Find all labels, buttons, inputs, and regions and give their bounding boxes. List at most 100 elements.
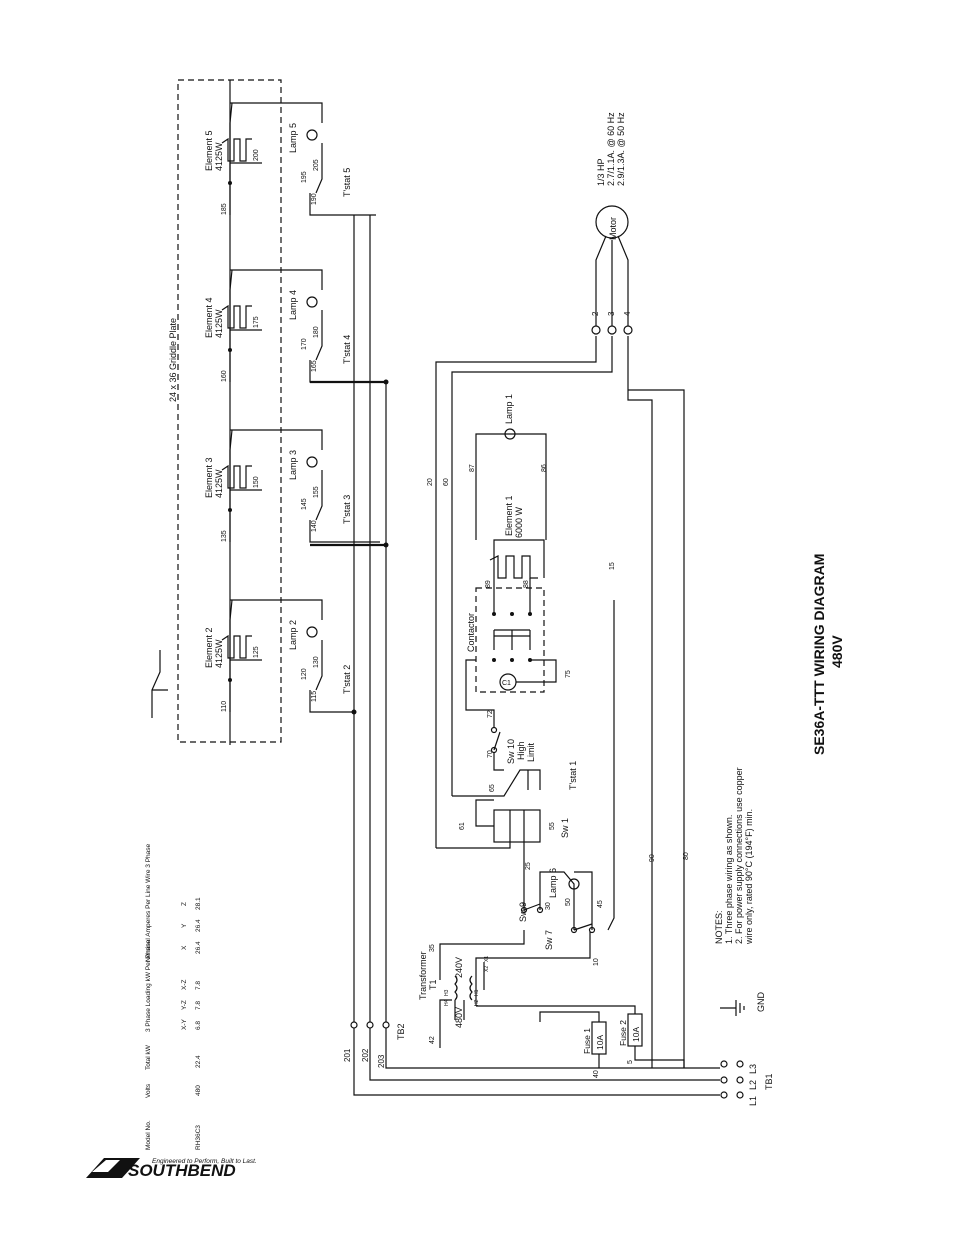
note-2b: wire only, rated 90°C (194°F) min.	[744, 809, 754, 945]
tb1-terminal-l1	[720, 1091, 728, 1099]
element-3-watts: 4125W	[214, 469, 224, 498]
element-4-name: Element 4	[204, 297, 214, 338]
tap-h3: H3	[444, 989, 450, 996]
wire-195: 195	[301, 171, 308, 183]
wire-202: 202	[361, 1048, 370, 1062]
fuse-2: Fuse 2 10A	[618, 1013, 643, 1047]
tb2-terminal-202	[366, 1021, 374, 1029]
lamp-4-label: Lamp 4	[288, 290, 298, 320]
lamp-2-label: Lamp 2	[288, 620, 298, 650]
motor-amp50: 2.9/1.3A. @ 50 Hz	[616, 112, 626, 186]
wire-125: 125	[253, 646, 260, 658]
wire-155: 155	[313, 486, 320, 498]
tb2-terminal-201	[350, 1021, 358, 1029]
tb1-l2: L2	[748, 1080, 758, 1090]
wire-140: 140	[311, 520, 318, 532]
heating-element-5	[221, 137, 252, 162]
wire-90: 90	[649, 854, 656, 862]
sw1-label: Sw 1	[560, 818, 570, 838]
lamp1-label: Lamp 1	[504, 394, 514, 424]
element-5-name: Element 5	[204, 130, 214, 171]
spec-table: Model No. Volts Total kW 3 Phase Loading…	[145, 843, 202, 1150]
griddle-plate-label: 24 x 36 Griddle Plate	[168, 318, 178, 402]
spec-header-amps: Nominal Amperes Per Line Wire 3 Phase	[145, 843, 152, 962]
sw9-switch: Sw 9 30	[518, 902, 552, 922]
wire-40: 40	[593, 1070, 600, 1078]
transformer-label: Transformer	[418, 951, 428, 1000]
wire-45: 45	[597, 900, 604, 908]
motor-terminal-3	[607, 325, 617, 335]
contactor-label: Contactor	[466, 613, 476, 652]
wire-88: 88	[523, 580, 530, 588]
tstat-5-label: T'stat 5	[342, 168, 352, 197]
spec-sub-y: Y	[181, 923, 188, 928]
wire-180: 180	[313, 326, 320, 338]
element-group-5: Element 5 4125W Lamp 5 T'stat 5 185 200 …	[204, 102, 376, 216]
lamp6-label: Lamp 6	[548, 868, 558, 898]
coil-label: C1	[502, 680, 511, 687]
motor-amp60: 2.7/1.1A. @ 60 Hz	[606, 112, 616, 186]
wire-55: 55	[549, 822, 556, 830]
motor-label: Motor	[608, 217, 618, 240]
sw9-label: Sw 9	[518, 902, 528, 922]
tstat1-label: T'stat 1	[568, 761, 578, 790]
heating-element-2	[221, 634, 252, 659]
wire-203: 203	[377, 1054, 386, 1068]
spec-header-model: Model No.	[145, 1120, 152, 1150]
spec-sub-xy: X-Y	[181, 1019, 188, 1031]
element-group-4: Element 4 4125W Lamp 4 T'stat 4 160 175 …	[204, 269, 386, 383]
element-group-2: Element 2 4125W Lamp 2 T'stat 2 110 125 …	[204, 599, 354, 713]
lamp-3-icon	[306, 456, 318, 468]
title-line-1: SE36A-TTT WIRING DIAGRAM	[811, 554, 827, 755]
wire-30: 30	[545, 902, 552, 910]
element-2-name: Element 2	[204, 627, 214, 668]
heating-element-1	[489, 555, 538, 579]
wire-65: 65	[489, 784, 496, 792]
notes-title: NOTES:	[714, 910, 724, 944]
wire-110: 110	[221, 701, 228, 712]
wire-115: 115	[311, 691, 318, 702]
heating-element-3	[221, 464, 252, 489]
lamp-2-icon	[306, 626, 318, 638]
spec-load-xy: 6.8	[195, 1021, 202, 1030]
wire-89: 89	[485, 580, 492, 588]
ground-symbol: GND	[720, 992, 766, 1016]
motor: Motor 1/3 HP 2.7/1.1A. @ 60 Hz 2.9/1.3A.…	[595, 112, 629, 240]
logo-mark	[86, 1158, 140, 1178]
wire-10: 10	[593, 958, 600, 966]
wire-190: 190	[311, 193, 318, 205]
wire-61: 61	[459, 822, 466, 830]
tb2-label: TB2	[396, 1023, 406, 1040]
wire-165: 165	[311, 360, 318, 372]
fuse-1-rating: 10A	[595, 1035, 605, 1050]
motor-icon	[595, 205, 629, 239]
lamp-3-label: Lamp 3	[288, 450, 298, 480]
tstat-1: T'stat 1 65	[452, 761, 578, 797]
element-1: Element 1 6000 W 89 88	[485, 495, 538, 588]
lamp-5-label: Lamp 5	[288, 123, 298, 153]
spec-sub-yz: Y-Z	[181, 1000, 188, 1010]
transformer-id: T1	[428, 979, 438, 990]
high-label: High	[516, 741, 526, 760]
diagram-title: SE36A-TTT WIRING DIAGRAM 480V	[811, 554, 845, 755]
wire-160: 160	[221, 370, 228, 382]
lamp-4-icon	[306, 296, 318, 308]
tap-h2: H2	[474, 999, 480, 1006]
element-2-watts: 4125W	[214, 639, 224, 668]
bus-lines	[229, 80, 387, 1025]
wire-185: 185	[221, 203, 228, 215]
wire-200: 200	[253, 149, 260, 161]
wire-145: 145	[301, 498, 308, 510]
wire-86: 86	[541, 464, 548, 472]
spec-model: RH36C3	[195, 1125, 202, 1150]
tstat-4-label: T'stat 4	[342, 335, 352, 364]
tb1-l1: L1	[748, 1096, 758, 1106]
wire-50: 50	[565, 898, 572, 906]
wire-15: 15	[609, 562, 616, 570]
wire-42: 42	[429, 1036, 436, 1044]
gnd-label: GND	[756, 992, 766, 1013]
wire-35: 35	[429, 944, 436, 952]
wire-120: 120	[301, 668, 308, 680]
